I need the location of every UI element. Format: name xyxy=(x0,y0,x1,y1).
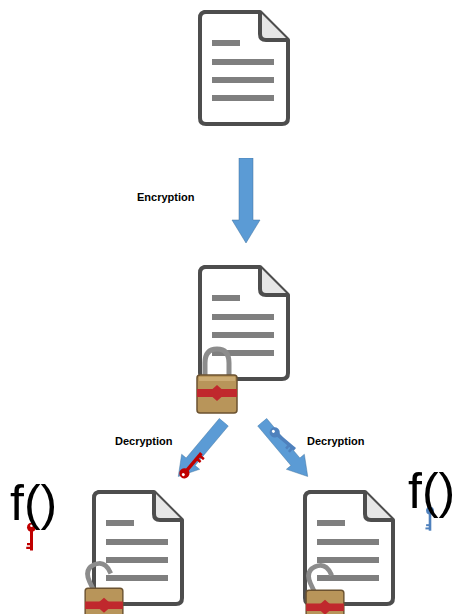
step-label: Decryption xyxy=(115,436,172,447)
function-symbol: f() xyxy=(10,478,57,528)
function-symbol: f() xyxy=(408,466,455,516)
step-label: Decryption xyxy=(307,436,364,447)
step-label: Encryption xyxy=(137,192,194,203)
